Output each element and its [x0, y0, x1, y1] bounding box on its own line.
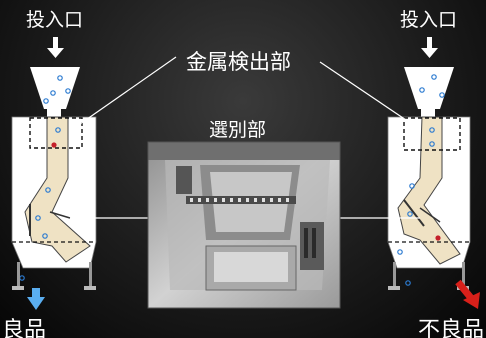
input-port-label-right: 投入口: [400, 9, 458, 31]
metal-detector-label: 金属検出部: [186, 50, 291, 74]
right-chute: [397, 116, 461, 265]
right-machine: [387, 37, 480, 309]
left-hopper: [30, 67, 80, 109]
left-machine: [11, 37, 97, 310]
right-hopper: [404, 67, 454, 109]
left-input-arrow-icon: [47, 37, 64, 58]
leader-line-metal-right: [319, 61, 413, 125]
sorting-unit-photo: [147, 141, 341, 309]
good-product-arrow-icon: [27, 288, 45, 310]
reject-arrow-icon: [455, 279, 480, 309]
input-port-label-left: 投入口: [26, 9, 84, 31]
left-chute: [24, 116, 91, 263]
good-product-label: 良品: [2, 318, 47, 338]
sorting-section-label: 選別部: [209, 119, 267, 141]
defective-product-label: 不良品: [418, 318, 485, 338]
leader-line-metal-left: [79, 56, 177, 125]
right-input-arrow-icon: [421, 37, 438, 58]
